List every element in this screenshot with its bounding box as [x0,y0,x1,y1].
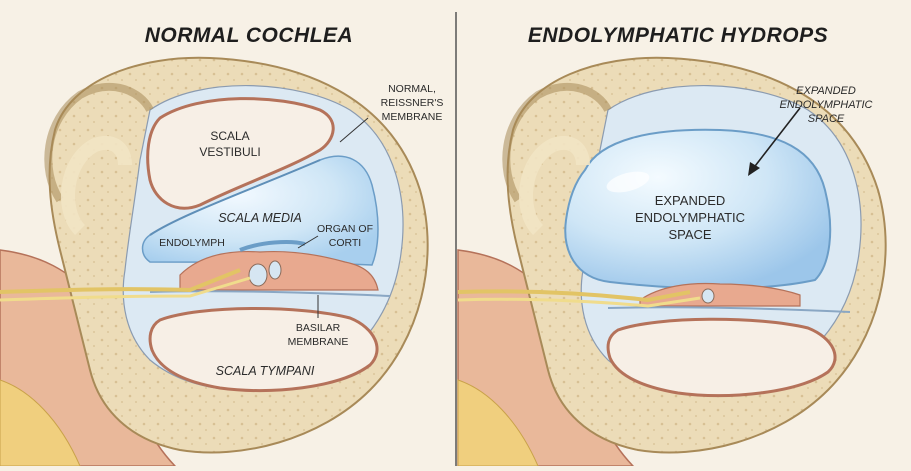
reissners-membrane-line [149,159,321,236]
organ-of-corti-label-2: CORTI [329,237,361,249]
expanded-center-3: SPACE [668,227,711,242]
right-title: ENDOLYMPHATIC HYDROPS [528,24,828,47]
scala-media-label: SCALA MEDIA [218,211,302,225]
tectorial-membrane [239,240,306,252]
corti-leader [297,235,319,249]
expanded-endolymph-region [564,128,832,290]
right-basilar-membrane [607,306,851,313]
right-panel: ENDOLYMPHATIC HYDROPS EXPANDED ENDOLYMPH… [457,24,887,467]
callout-arrowhead [748,162,760,176]
expanded-center-1: EXPANDED [655,193,726,208]
corti-tunnel-1 [248,263,268,287]
right-nerve-fibers-2 [457,296,701,308]
reissner-label-1: NORMAL, [388,83,436,95]
left-title: NORMAL COCHLEA [145,24,353,47]
right-bone-curl [502,82,612,203]
organ-of-corti-label-1: ORGAN OF [317,223,373,235]
right-bone-curl-2 [519,136,590,235]
basilar-label-1: BASILAR [296,322,341,334]
endolymph-label: ENDOLYMPH [159,237,225,249]
scala-vestibuli-chamber [146,97,335,210]
reissner-label-2: REISSNER'S [381,97,444,109]
callout-arrow-line [751,107,801,171]
basilar-label-2: MEMBRANE [288,336,349,348]
left-bone-curl-2 [61,136,132,235]
left-panel: NORMAL COCHLEA NORMAL, REISSNER'S MEMBRA… [0,24,444,467]
scala-vestibuli-label-1: SCALA [210,129,249,143]
left-nerve-fibers-2 [0,276,251,302]
compressed-tunnel [701,288,715,304]
right-scala-tympani-chamber [606,317,837,398]
left-bone-curl [44,82,154,203]
right-nerve-fibers [457,289,691,303]
expanded-callout-2: ENDOLYMPHATIC [780,99,873,111]
expanded-callout-1: EXPANDED [796,85,856,97]
left-nerve-fibers [0,268,241,294]
scala-tympani-chamber [148,307,379,393]
expanded-center-2: ENDOLYMPHATIC [635,210,745,225]
scala-vestibuli-label-2: VESTIBULI [199,145,260,159]
expanded-callout-3: SPACE [808,113,845,125]
corti-tunnel-2 [268,260,282,280]
reissner-leader [339,117,369,143]
scala-tympani-label: SCALA TYMPANI [216,364,315,378]
endolymph-highlight [606,171,650,193]
reissner-label-3: MEMBRANE [382,111,443,123]
